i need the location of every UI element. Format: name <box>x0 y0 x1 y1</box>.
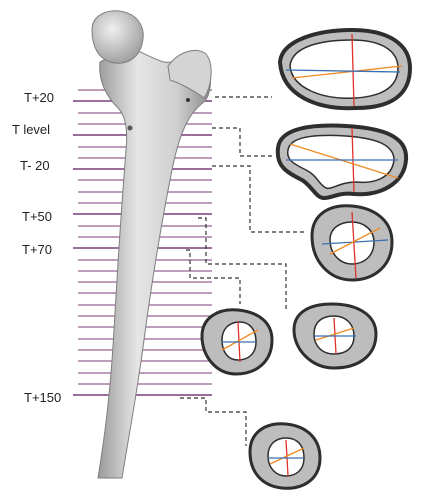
cross-sections <box>202 30 410 488</box>
leader-line <box>186 250 240 304</box>
level-label: T- 20 <box>20 158 50 173</box>
leader-line <box>212 128 272 156</box>
bone-cross-section-icon <box>202 310 272 374</box>
bone-cross-section-icon <box>294 304 376 368</box>
level-label: T level <box>12 122 50 137</box>
bone-cross-section-icon <box>312 206 392 280</box>
level-labels: T+20 T level T- 20 T+50T+70T+150 <box>12 90 61 405</box>
bone-cross-section-icon <box>280 30 410 108</box>
level-label: T+150 <box>24 390 61 405</box>
level-label: T+50 <box>22 209 52 224</box>
bone-cross-section-icon <box>250 424 320 489</box>
trochanter-mark <box>128 126 133 131</box>
nutrient-foramen <box>186 98 190 102</box>
bone-cross-section-icon <box>278 126 406 198</box>
level-label: T+70 <box>22 242 52 257</box>
femur-head <box>92 11 143 63</box>
level-label: T+20 <box>24 90 54 105</box>
femur-bone-icon <box>92 11 211 478</box>
leader-line <box>180 398 246 446</box>
